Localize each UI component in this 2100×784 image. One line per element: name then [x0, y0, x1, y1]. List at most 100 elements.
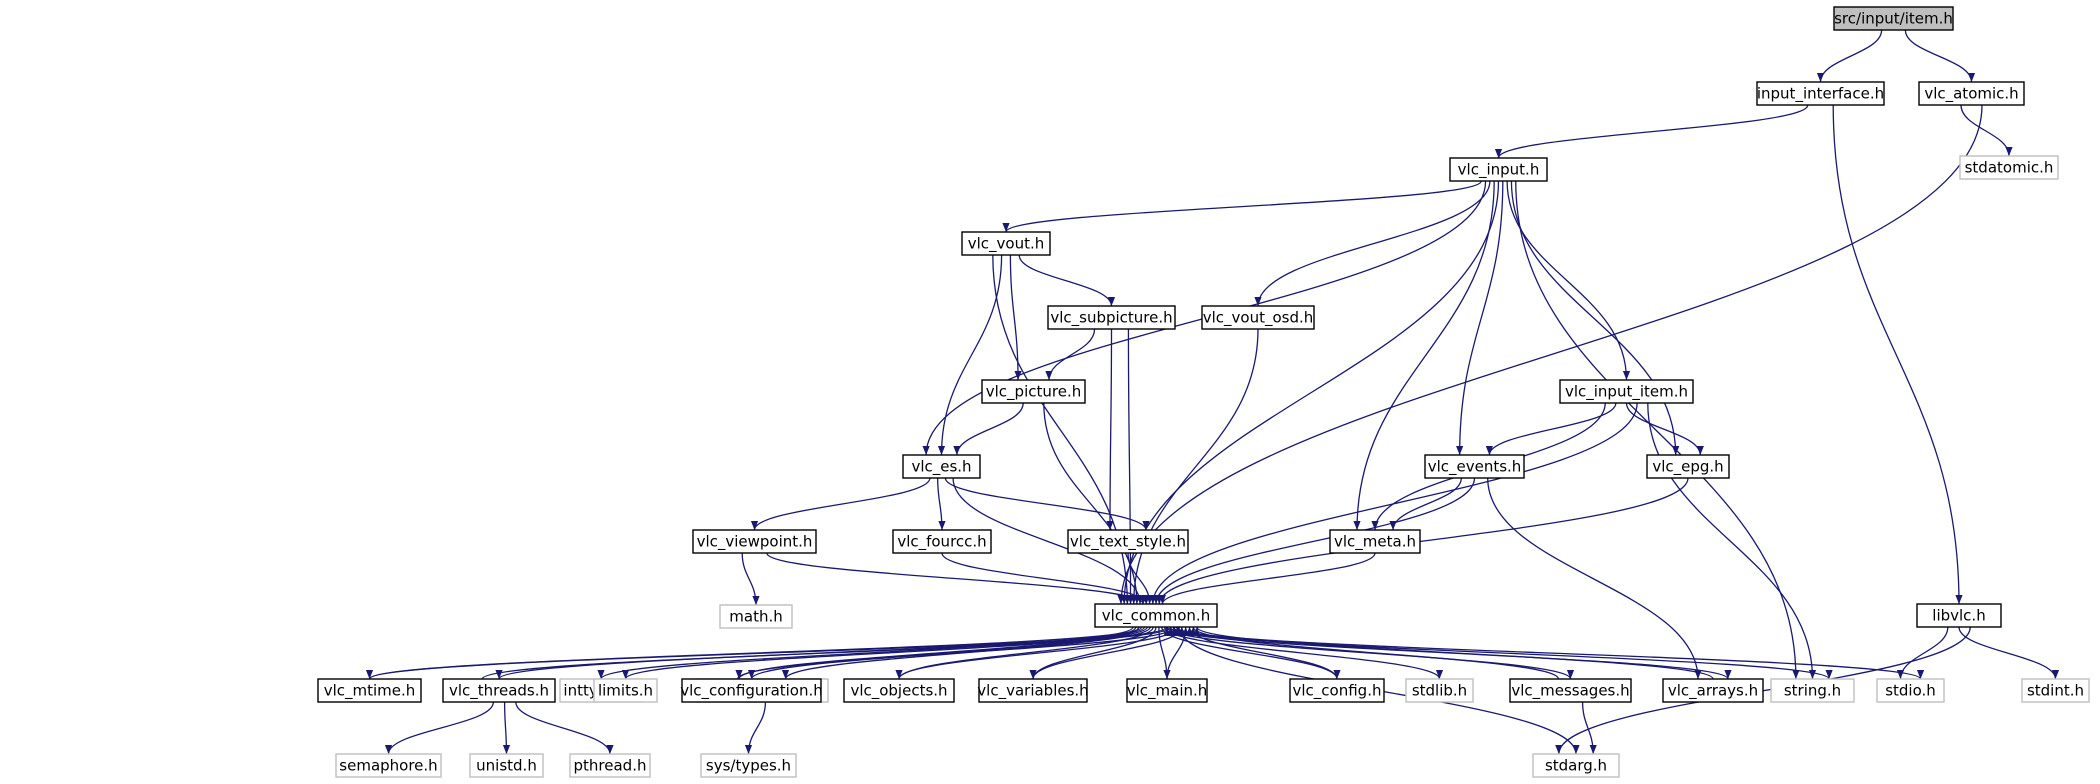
node-label: limits.h: [598, 682, 653, 700]
node-vlc-es[interactable]: vlc_es.h: [902, 454, 981, 479]
edge-vlc_input-to-vlc_input_item: [1506, 180, 1631, 381]
edge-vlc_input-to-vlc_meta: [1353, 180, 1495, 531]
edge-vlc_vout-to-vlc_es: [937, 254, 1003, 456]
node-stdatomic: stdatomic.h: [1959, 155, 2059, 180]
edge-vlc_input_item-to-vlc_common: [1149, 402, 1638, 605]
node-vlc-variables[interactable]: vlc_variables.h: [977, 678, 1089, 703]
edge-vlc_vout_osd-to-vlc_common: [1130, 328, 1259, 605]
node-label: stdlib.h: [1412, 682, 1467, 700]
node-vlc-input-item[interactable]: vlc_input_item.h: [1559, 379, 1694, 404]
node-vlc-common[interactable]: vlc_common.h: [1094, 603, 1218, 628]
node-box: [1047, 305, 1176, 330]
node-label: vlc_epg.h: [1652, 458, 1723, 477]
node-box: [335, 753, 442, 778]
node-vlc-mtime[interactable]: vlc_mtime.h: [317, 678, 422, 703]
node-box: [2021, 678, 2090, 703]
edge-libvlc-to-stdint: [1958, 626, 2060, 680]
node-string: string.h: [1770, 678, 1855, 703]
node-vlc-vout[interactable]: vlc_vout.h: [961, 231, 1051, 256]
edge-vlc_meta-to-vlc_common: [1158, 552, 1376, 605]
edge-vlc_events-to-vlc_common: [1152, 477, 1476, 605]
node-box: [1756, 81, 1885, 106]
node-vlc-configuration[interactable]: vlc_configuration.h: [680, 678, 823, 703]
node-vlc-threads[interactable]: vlc_threads.h: [442, 678, 556, 703]
node-vlc-vout-osd[interactable]: vlc_vout_osd.h: [1201, 305, 1315, 330]
node-box: [1509, 678, 1632, 703]
edge-vlc_es-to-vlc_common: [952, 477, 1144, 605]
node-label: sys/types.h: [706, 757, 791, 775]
edge-vlc_viewpoint-to-vlc_common: [766, 552, 1147, 605]
edge-vlc_input-to-vlc_vout_osd: [1254, 180, 1491, 307]
edge-vlc_threads-to-semaphore: [384, 701, 495, 755]
node-box: [1532, 753, 1620, 778]
node-box: [1918, 81, 2025, 106]
node-vlc-epg[interactable]: vlc_epg.h: [1646, 454, 1730, 479]
node-vlc-subpicture[interactable]: vlc_subpicture.h: [1047, 305, 1176, 330]
node-box: [569, 753, 651, 778]
node-box: [981, 379, 1086, 404]
node-label: vlc_input.h: [1458, 161, 1540, 180]
node-vlc-config[interactable]: vlc_config.h: [1289, 678, 1385, 703]
edge-vlc_messages-to-stdarg: [1581, 701, 1597, 755]
node-label: vlc_mtime.h: [324, 682, 416, 701]
node-vlc-meta[interactable]: vlc_meta.h: [1329, 529, 1421, 554]
node-vlc-picture[interactable]: vlc_picture.h: [981, 379, 1086, 404]
node-vlc-input[interactable]: vlc_input.h: [1449, 157, 1548, 182]
node-pthread: pthread.h: [569, 753, 651, 778]
edge-input_interface-to-vlc_input: [1495, 104, 1809, 159]
edge-vlc_input_item-to-vlc_epg: [1625, 402, 1704, 456]
node-input-interface[interactable]: input_interface.h: [1756, 81, 1885, 106]
node-label: vlc_common.h: [1102, 607, 1210, 626]
node-label: src/input/item.h: [1834, 10, 1953, 28]
node-box: [719, 604, 793, 629]
node-box: [902, 454, 981, 479]
edge-vlc_subpicture-to-vlc_common: [1126, 328, 1135, 605]
edge-vlc_input_item-to-string: [1647, 402, 1817, 680]
node-label: stdio.h: [1885, 682, 1936, 700]
node-box: [1289, 678, 1385, 703]
node-vlc-viewpoint[interactable]: vlc_viewpoint.h: [692, 529, 817, 554]
node-box: [593, 678, 658, 703]
node-label: vlc_meta.h: [1334, 533, 1416, 552]
edge-vlc_input-to-vlc_vout: [1002, 180, 1482, 233]
node-box: [1329, 529, 1421, 554]
node-vlc-messages[interactable]: vlc_messages.h: [1509, 678, 1632, 703]
node-item[interactable]: src/input/item.h: [1833, 6, 1954, 31]
node-label: pthread.h: [574, 757, 647, 775]
edge-vlc_es-to-vlc_text_style: [944, 477, 1150, 531]
edge-vlc_threads-to-unistd: [502, 701, 511, 755]
node-box: [1126, 678, 1208, 703]
node-layer: src/input/item.h input_interface.h vlc_ato…: [317, 6, 2090, 778]
edge-vlc_events-to-vlc_arrays: [1487, 477, 1702, 680]
node-label: semaphore.h: [339, 757, 437, 775]
edge-vlc_arrays-to-vlc_common: [1193, 626, 1714, 680]
node-label: vlc_input_item.h: [1565, 383, 1688, 402]
node-math: math.h: [719, 604, 793, 629]
node-box: [469, 753, 544, 778]
node-vlc-objects[interactable]: vlc_objects.h: [843, 678, 955, 703]
node-label: vlc_events.h: [1428, 458, 1522, 477]
node-vlc-arrays[interactable]: vlc_arrays.h: [1662, 678, 1764, 703]
node-vlc-events[interactable]: vlc_events.h: [1424, 454, 1525, 479]
edge-vlc_fourcc-to-vlc_common: [941, 552, 1150, 605]
node-stdlib: stdlib.h: [1405, 678, 1474, 703]
edge-vlc_input_item-to-vlc_events: [1485, 402, 1617, 456]
node-vlc-main[interactable]: vlc_main.h: [1126, 678, 1208, 703]
node-vlc-atomic[interactable]: vlc_atomic.h: [1918, 81, 2025, 106]
node-vlc-fourcc[interactable]: vlc_fourcc.h: [892, 529, 992, 554]
edge-vlc_variables-to-vlc_common: [1032, 626, 1186, 680]
node-libvlc[interactable]: libvlc.h: [1916, 603, 2002, 628]
edge-item-to-vlc_atomic: [1904, 29, 1976, 83]
edge-vlc_input-to-vlc_events: [1456, 180, 1504, 456]
edge-vlc_main-to-vlc_common: [1166, 626, 1190, 680]
node-label: vlc_picture.h: [986, 383, 1081, 402]
node-vlc-text-style[interactable]: vlc_text_style.h: [1067, 529, 1189, 554]
node-box: [1559, 379, 1694, 404]
node-box: [843, 678, 955, 703]
node-label: unistd.h: [476, 757, 537, 775]
node-box: [1405, 678, 1474, 703]
edge-vlc_atomic-to-vlc_common: [1117, 104, 1983, 605]
edge-vlc_common-to-limits: [622, 626, 1149, 680]
node-label: vlc_es.h: [911, 458, 971, 477]
node-label: string.h: [1784, 682, 1841, 700]
